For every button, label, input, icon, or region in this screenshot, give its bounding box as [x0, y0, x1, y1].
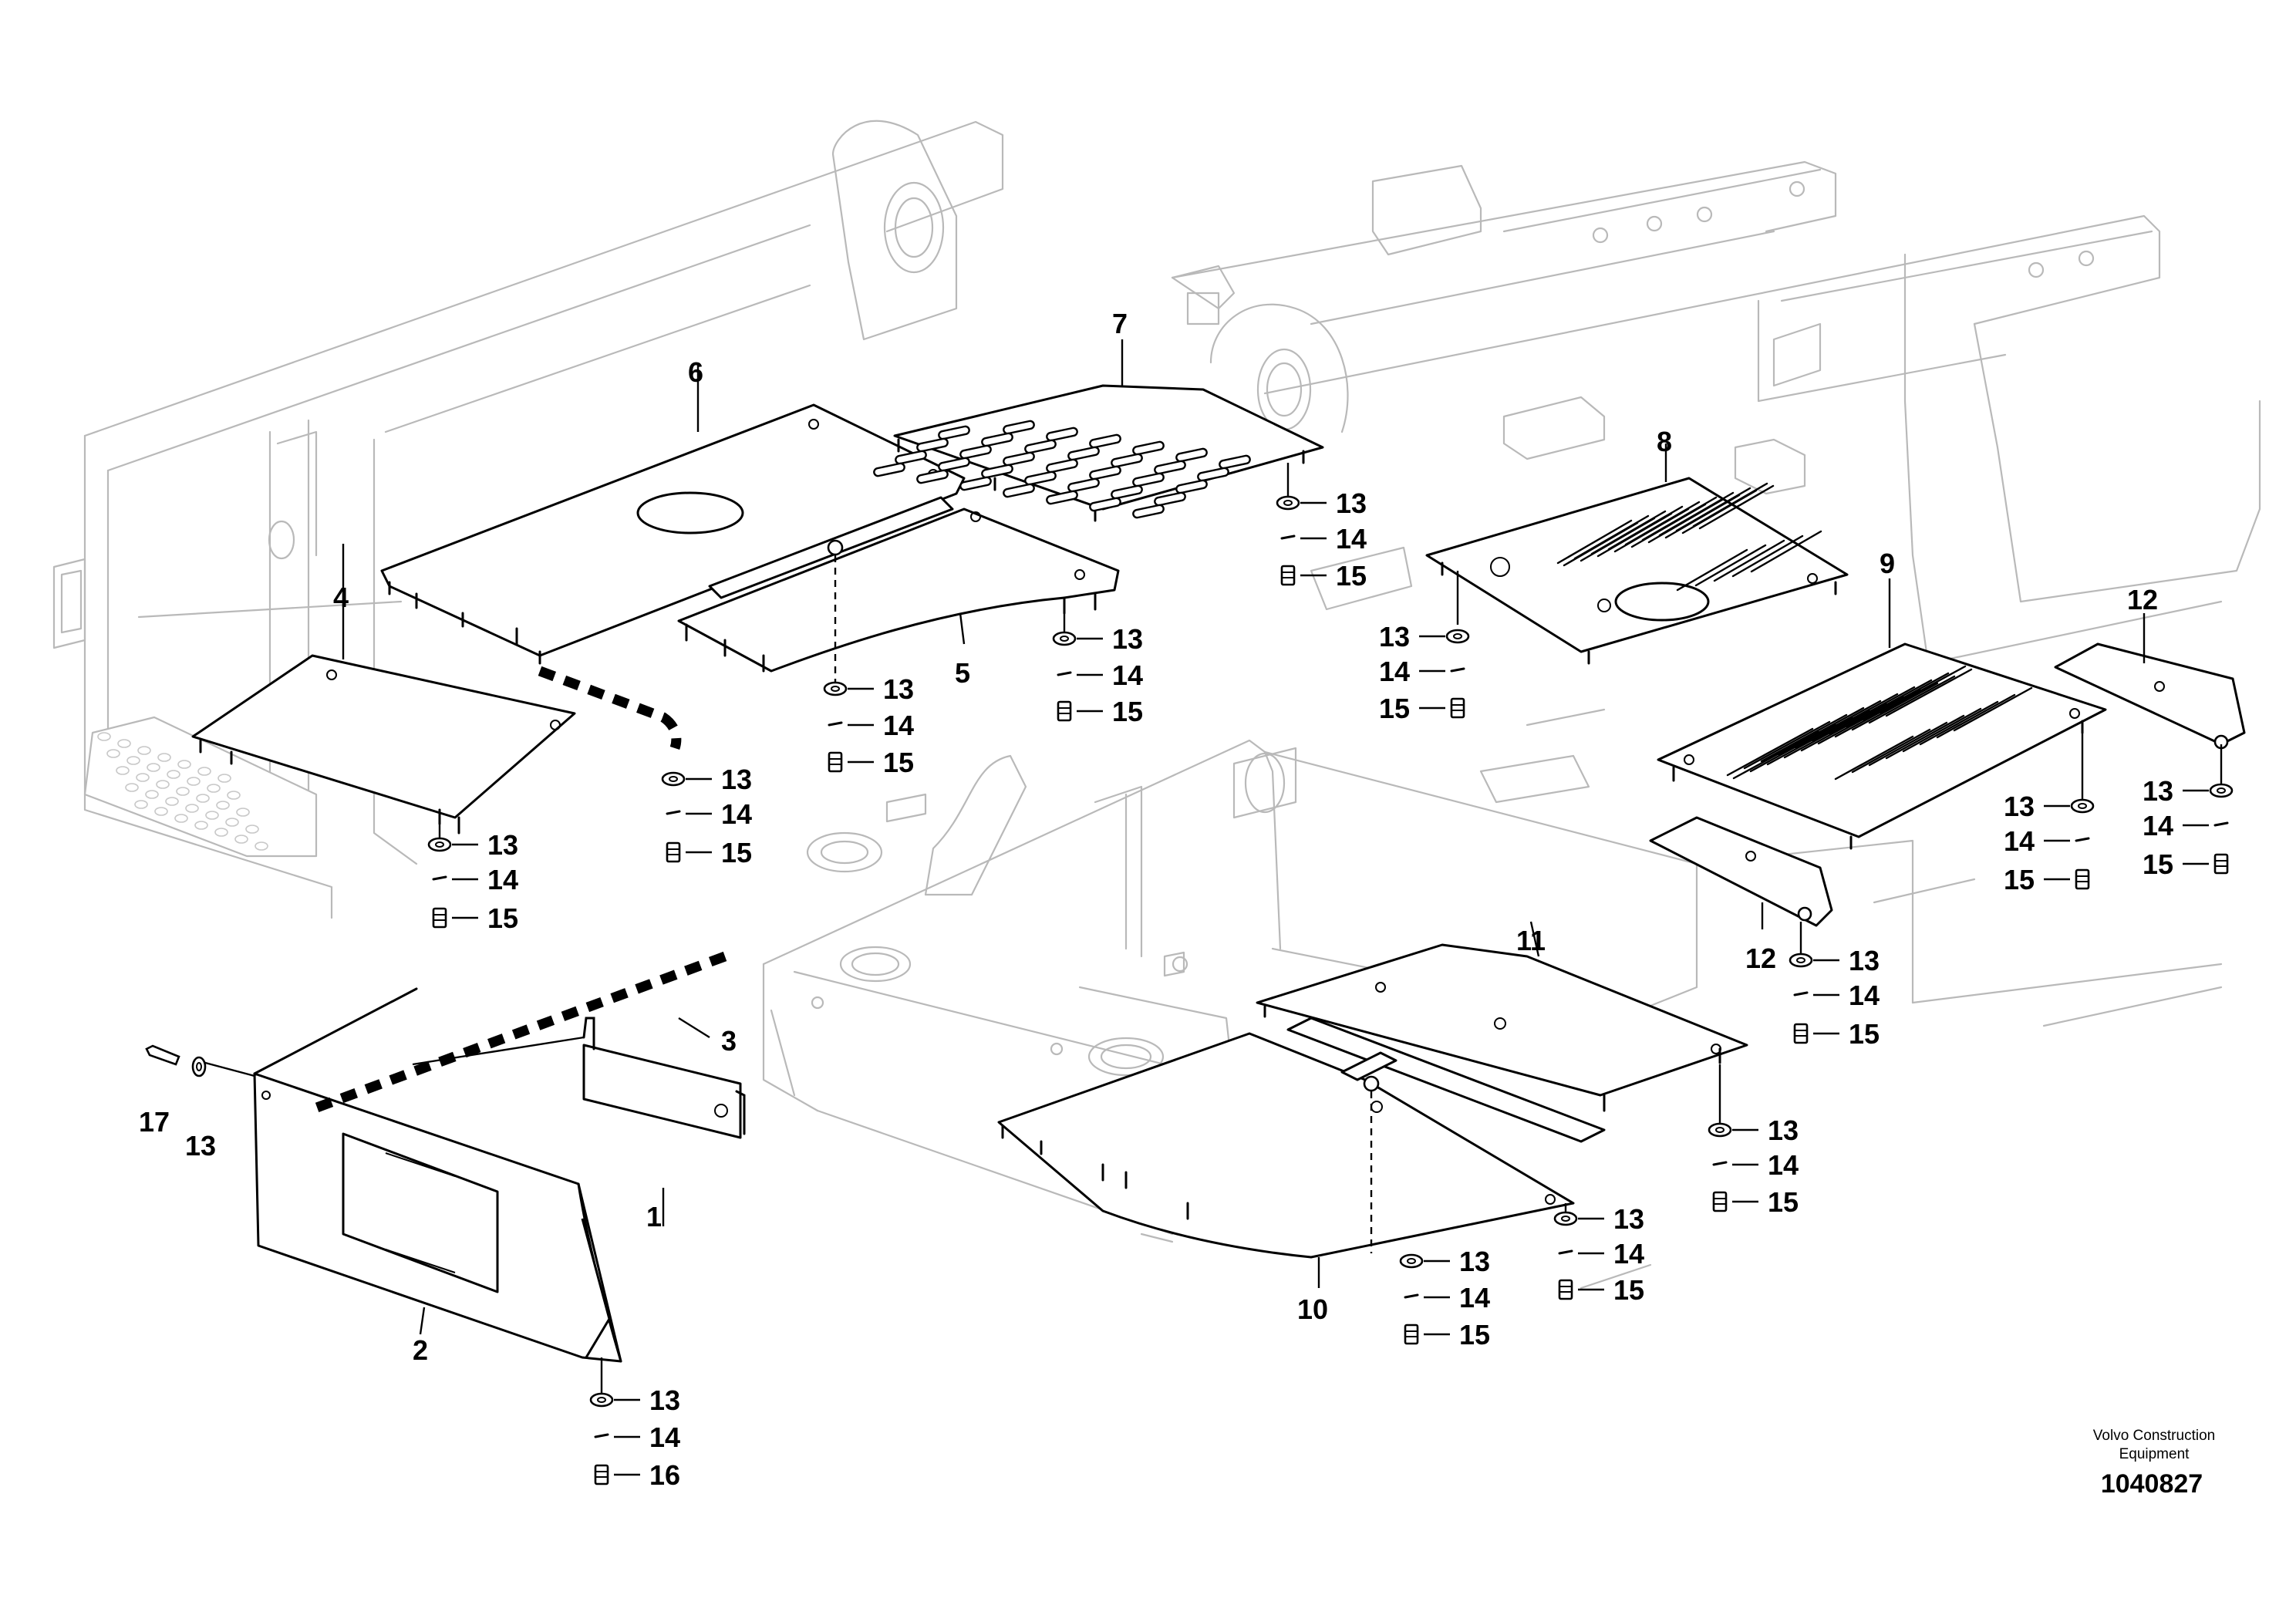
brand-line-2: Equipment — [2119, 1446, 2190, 1462]
callout-13: 13 — [1379, 621, 1410, 653]
callout-14: 14 — [1112, 659, 1143, 691]
callout-5: 5 — [955, 657, 970, 689]
callout-17: 17 — [139, 1106, 170, 1138]
callout-16: 16 — [649, 1459, 680, 1491]
callout-14: 14 — [2143, 810, 2173, 841]
small-cover-1 — [582, 1017, 746, 1139]
callout-1: 1 — [646, 1201, 662, 1233]
cover-plate-10 — [997, 1032, 1575, 1259]
callout-15: 15 — [1849, 1018, 1880, 1050]
fastener-stack — [1052, 631, 1103, 722]
fastener-stack — [589, 1392, 640, 1485]
fastener-stack — [661, 771, 712, 863]
callout-14: 14 — [1336, 523, 1367, 555]
hardware-stack-labels: 1314151314151314151314151314151314151314… — [487, 487, 2173, 1491]
fastener-stack — [2183, 783, 2234, 875]
callout-15: 15 — [721, 837, 752, 868]
callout-14: 14 — [1459, 1282, 1490, 1313]
fastener-stack — [1708, 1122, 1758, 1212]
bracket-12-left — [1649, 816, 1833, 927]
callout-14: 14 — [487, 864, 518, 895]
document-number: 1040827 — [2101, 1469, 2203, 1499]
callout-13: 13 — [721, 764, 752, 795]
callout-14: 14 — [1768, 1149, 1799, 1181]
callout-14: 14 — [649, 1421, 680, 1453]
grille-plate-7 — [873, 384, 1324, 522]
callout-15: 15 — [1459, 1319, 1490, 1351]
callout-15: 15 — [1768, 1186, 1799, 1218]
hardware-stacks — [427, 495, 2234, 1485]
cover-plate-6 — [380, 403, 966, 665]
callout-14: 14 — [883, 710, 914, 741]
callout-10: 10 — [1297, 1293, 1328, 1325]
callout-14: 14 — [1849, 980, 1880, 1011]
callout-13: 13 — [883, 673, 914, 705]
fastener-stack — [823, 681, 874, 773]
dashed-assembly-lines — [306, 666, 727, 1116]
upper-frame-background — [52, 120, 2261, 1290]
callout-12-left: 12 — [1745, 943, 1776, 974]
callout-15: 15 — [1112, 696, 1143, 727]
callout-2: 2 — [413, 1334, 428, 1366]
callout-8: 8 — [1657, 426, 1672, 457]
callout-13: 13 — [2004, 791, 2035, 822]
bolt-17-assembly — [145, 1044, 207, 1077]
callout-14: 14 — [1613, 1238, 1644, 1270]
callout-15: 15 — [2004, 864, 2035, 895]
fastener-stack — [427, 837, 478, 929]
cover-plate-5 — [677, 496, 1120, 673]
cover-plate-4 — [191, 654, 576, 835]
callout-15: 15 — [1613, 1274, 1644, 1306]
callout-13: 13 — [1459, 1246, 1490, 1277]
callout-13: 13 — [1613, 1203, 1644, 1235]
bracket-12-right — [2054, 642, 2246, 750]
callout-13: 13 — [649, 1384, 680, 1416]
callout-13: 13 — [1336, 487, 1367, 519]
brand-line-1: Volvo Construction — [2093, 1428, 2215, 1444]
title-block: Volvo Construction Equipment 1040827 — [2093, 1428, 2215, 1499]
callout-15: 15 — [2143, 848, 2173, 880]
front-cover-2 — [253, 987, 622, 1363]
louver-plate-8 — [1425, 477, 1849, 665]
louver-plate-9 — [1657, 642, 2107, 850]
fastener-stack — [2044, 798, 2095, 890]
callout-13-bolt17: 13 — [185, 1130, 216, 1162]
callout-12-right: 12 — [2127, 584, 2158, 615]
callout-11: 11 — [1516, 925, 1546, 956]
callout-14: 14 — [2004, 825, 2035, 857]
fastener-stack — [1419, 629, 1470, 719]
cover-plate-11 — [1256, 943, 1748, 1143]
fastener-stack — [1789, 953, 1839, 1044]
callout-15: 15 — [487, 902, 518, 934]
callout-labels: 1 2 3 4 5 6 7 8 9 10 11 12 12 17 13 — [139, 308, 2158, 1366]
callout-15: 15 — [1336, 560, 1367, 592]
callout-14: 14 — [1379, 656, 1410, 687]
callout-13: 13 — [1849, 945, 1880, 976]
callout-15: 15 — [1379, 693, 1410, 724]
callout-13: 13 — [2143, 775, 2173, 807]
callout-6: 6 — [688, 356, 703, 388]
callout-9: 9 — [1880, 548, 1895, 579]
callout-13: 13 — [1768, 1114, 1799, 1146]
callout-3: 3 — [721, 1025, 737, 1057]
fastener-stack — [1553, 1211, 1604, 1300]
fastener-stack — [1276, 495, 1327, 586]
callout-13: 13 — [487, 829, 518, 861]
callout-15: 15 — [883, 747, 914, 778]
callout-14: 14 — [721, 798, 752, 830]
step-plate — [83, 716, 318, 858]
fastener-stack — [1399, 1253, 1450, 1345]
callout-7: 7 — [1112, 308, 1128, 339]
callout-13: 13 — [1112, 623, 1143, 655]
callout-4: 4 — [333, 582, 349, 613]
